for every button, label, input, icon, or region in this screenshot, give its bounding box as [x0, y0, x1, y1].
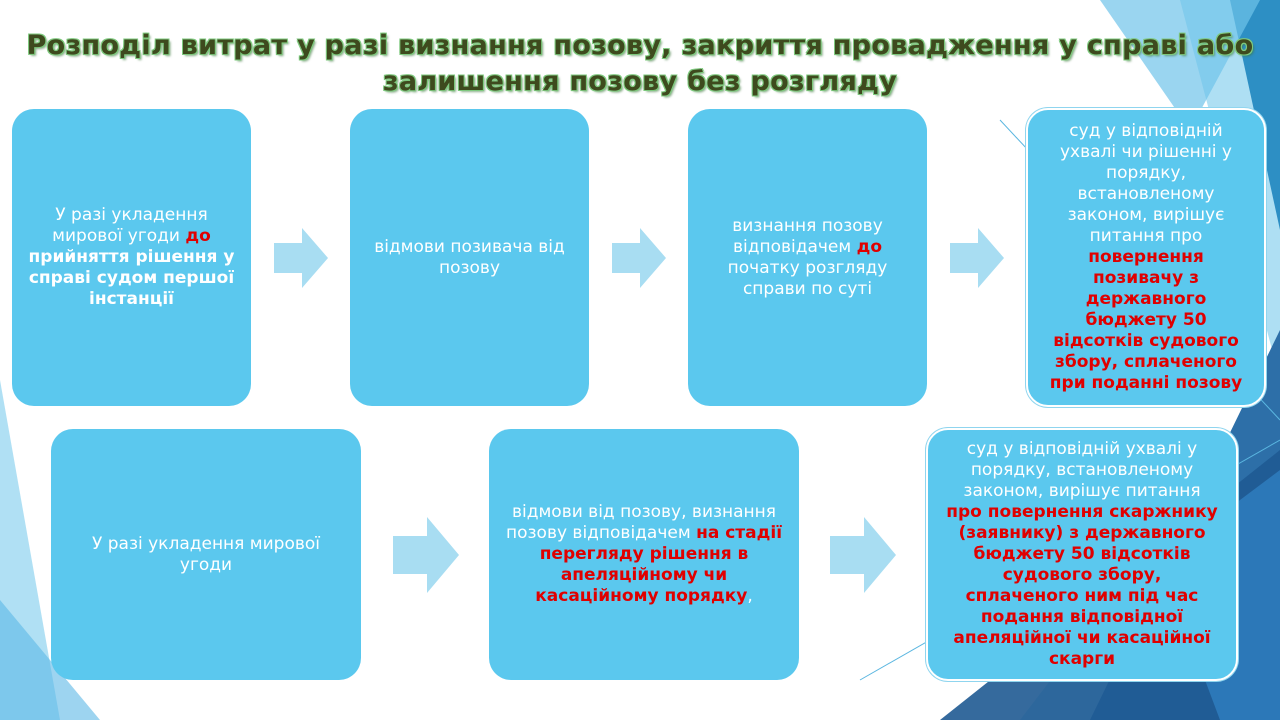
highlight-text: про повернення скаржнику (заявнику) з де…	[946, 502, 1218, 669]
highlight-text: на стадії перегляду рішення в апеляційно…	[535, 523, 783, 606]
highlight-text: до	[185, 226, 211, 246]
text-part: У разі укладення мирової угоди	[91, 533, 321, 575]
text-part: відмови від позову, визнання позову відп…	[505, 502, 777, 543]
page-title: Розподіл витрат у разі визнання позову, …	[0, 28, 1280, 100]
text-part: визнання позову відповідачем	[732, 215, 883, 257]
text-part: суд у відповідній ухвалі у порядку, вста…	[963, 439, 1201, 501]
title-line-2: залишення позову без розгляду	[382, 66, 898, 97]
row2-box-settlement: У разі укладення мирової угоди	[51, 429, 361, 680]
row2-box-court-refund: суд у відповідній ухвалі у порядку, вста…	[926, 428, 1238, 681]
row2-box-appeal-stage: відмови від позову, визнання позову відп…	[489, 429, 799, 680]
row1-box-plaintiff-waiver: відмови позивача від позову	[350, 109, 589, 406]
text-part: ,	[747, 586, 753, 606]
text-part: відмови позивача від позову	[374, 236, 565, 278]
arrow-right-icon	[612, 228, 666, 288]
title-line-1: Розподіл витрат у разі визнання позову, …	[26, 30, 1254, 61]
highlight-text: до	[856, 236, 883, 257]
bold-text: прийняття рішення у справі судом першої …	[28, 247, 235, 309]
arrow-right-icon	[393, 517, 459, 593]
row1-box-settlement-first-instance: У разі укладення мирової угоди до прийня…	[12, 109, 251, 406]
row1-box-court-decision: суд у відповідній ухвалі чи рішенні у по…	[1026, 108, 1266, 407]
arrow-right-icon	[950, 228, 1004, 288]
row1-box-claim-recognition: визнання позову відповідачем до початку …	[688, 109, 927, 406]
text-part: суд у відповідній ухвалі чи рішенні у по…	[1060, 121, 1232, 246]
text-part: початку розгляду справи по суті	[727, 257, 888, 299]
text-part: У разі укладення мирової угоди	[52, 205, 208, 246]
highlight-text: бюджету 50 відсотків судового збору, спл…	[1049, 310, 1243, 393]
arrow-right-icon	[274, 228, 328, 288]
arrow-right-icon	[830, 517, 896, 593]
highlight-text: повернення позивачу з державного	[1085, 247, 1207, 309]
